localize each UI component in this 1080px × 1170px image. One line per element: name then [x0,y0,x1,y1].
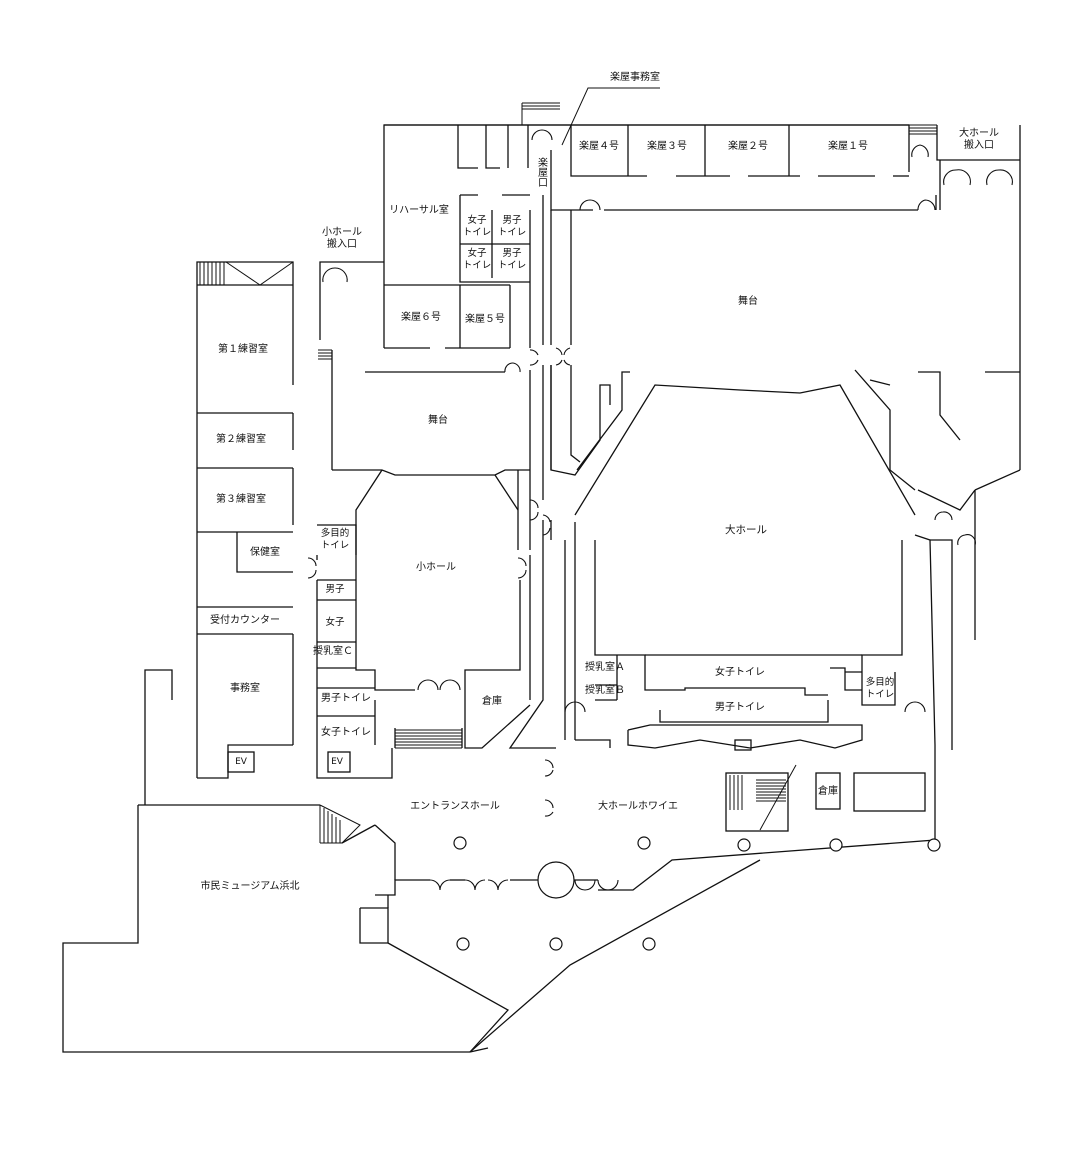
label-ev-1: EV [235,757,247,767]
label-gakuya-6: 楽屋６号 [401,312,441,323]
label-gakuya-entrance: 楽屋口 [535,157,547,187]
walls-center-corridor [508,195,630,749]
column [642,937,656,951]
label-gakuya-4: 楽屋４号 [579,141,619,152]
label-women-toilet: 女子トイレ [321,727,371,738]
label-storage-foyer: 倉庫 [818,786,838,797]
label-gakuya-2: 楽屋２号 [728,141,768,152]
column [453,836,467,850]
label-gakuya-office: 楽屋事務室 [610,72,660,83]
label-men-toilet-2: 男子トイレ [497,248,527,271]
label-nursing-room-c: 授乳室Ｃ [313,646,353,657]
label-large-hall: 大ホール [725,524,767,536]
column [549,937,563,951]
walls-top-backstage [383,87,1021,470]
label-gakuya-1: 楽屋１号 [828,141,868,152]
label-women-toilet-1: 女子トイレ [462,215,492,238]
label-nursing-room-b: 授乳室Ｂ [585,685,625,696]
label-large-stage: 舞台 [738,296,758,307]
walls-large-hall [564,369,1021,751]
walls-left-wing [144,261,294,805]
label-civic-museum-hamakita: 市民ミュージアム浜北 [200,881,300,892]
column [829,838,843,852]
label-multipurpose-toilet: 多目的トイレ [320,528,350,551]
label-office: 事務室 [230,683,260,694]
door-swings [307,129,1013,891]
label-large-multipurpose-toilet: 多目的トイレ [865,677,895,700]
label-entrance-hall: エントランスホール [410,801,500,812]
walls-entrance [62,804,598,1053]
walls-rehearsal [318,194,531,470]
label-practice-room-1: 第１練習室 [218,344,268,355]
label-rehearsal-room: リハーサル室 [389,205,449,216]
label-small-hall-load: 小ホール搬入口 [322,227,362,250]
label-practice-room-3: 第３練習室 [216,494,266,505]
walls-small-hall [316,370,531,779]
label-men: 男子 [325,584,345,595]
label-large-men-toilet: 男子トイレ [715,702,765,713]
label-men-toilet-1: 男子トイレ [497,215,527,238]
label-men-toilet: 男子トイレ [321,693,371,704]
columns [453,836,941,951]
label-gakuya-3: 楽屋３号 [647,141,687,152]
label-reception-counter: 受付カウンター [210,615,280,626]
column [637,836,651,850]
label-large-women-toilet: 女子トイレ [715,667,765,678]
label-small-stage: 舞台 [428,415,448,426]
column [456,937,470,951]
label-large-hall-foyer: 大ホールホワイエ [598,801,678,812]
label-storage-small-hall: 倉庫 [482,696,502,707]
label-health-room: 保健室 [250,547,280,558]
label-nursing-room-a: 授乳室Ａ [585,662,625,673]
revolving-door [537,861,575,899]
label-women: 女子 [325,617,345,628]
label-large-hall-load: 大ホール搬入口 [959,128,999,151]
column [927,838,941,852]
walls-foyer [469,745,953,1053]
label-gakuya-5: 楽屋５号 [465,314,505,325]
label-women-toilet-2: 女子トイレ [462,248,492,271]
label-ev-2: EV [331,757,343,767]
column [737,838,751,852]
label-small-hall: 小ホール [416,562,456,573]
label-practice-room-2: 第２練習室 [216,434,266,445]
